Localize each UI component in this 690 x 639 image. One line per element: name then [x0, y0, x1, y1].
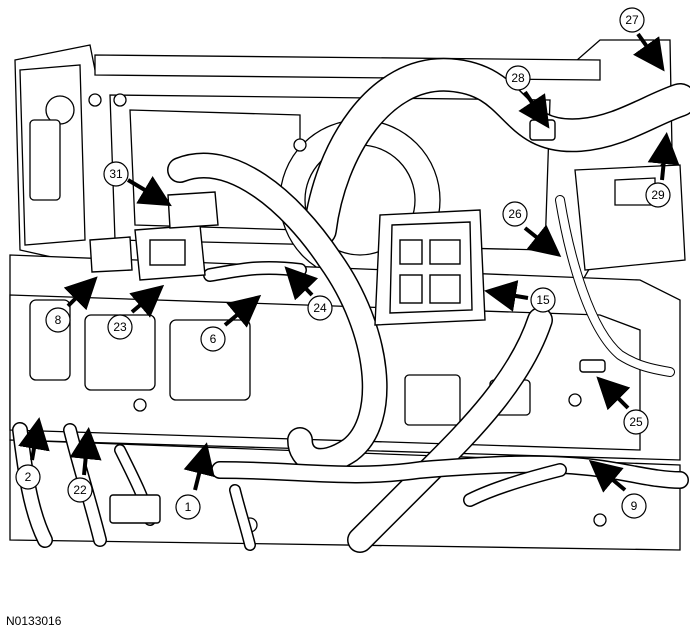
svg-text:29: 29	[651, 188, 665, 202]
callout-1: 1	[175, 442, 215, 520]
callout-9: 9	[588, 459, 647, 519]
svg-text:26: 26	[508, 207, 522, 221]
svg-text:9: 9	[631, 499, 638, 513]
figure-id-label: N0133016	[6, 614, 62, 628]
svg-text:22: 22	[73, 483, 87, 497]
callout-15: 15	[484, 280, 556, 313]
svg-text:24: 24	[313, 301, 327, 315]
callout-24: 24	[284, 266, 333, 321]
harness-bundles	[12, 57, 690, 553]
callout-29: 29	[645, 132, 680, 208]
svg-text:1: 1	[185, 500, 192, 514]
svg-text:8: 8	[55, 313, 62, 327]
svg-text:6: 6	[210, 332, 217, 346]
svg-text:2: 2	[25, 470, 32, 484]
callout-31: 31	[103, 161, 172, 207]
callout-8: 8	[45, 276, 98, 333]
callout-22: 22	[67, 427, 102, 503]
connectors	[89, 119, 606, 524]
connector-31-housing	[167, 191, 219, 229]
svg-text:27: 27	[625, 13, 639, 27]
svg-text:31: 31	[109, 167, 123, 181]
callouts: 1 2 6 8 9 15	[15, 7, 680, 520]
svg-text:25: 25	[629, 415, 643, 429]
callout-28: 28	[505, 65, 550, 129]
callout-2: 2	[15, 417, 50, 490]
callout-23: 23	[107, 284, 165, 340]
svg-text:28: 28	[511, 71, 525, 85]
callout-27: 27	[619, 7, 665, 72]
connector-8-housing	[89, 236, 133, 273]
callout-26: 26	[502, 201, 562, 257]
callout-6: 6	[200, 294, 262, 352]
svg-text:15: 15	[536, 293, 550, 307]
svg-text:23: 23	[113, 320, 127, 334]
callout-25: 25	[596, 376, 649, 435]
